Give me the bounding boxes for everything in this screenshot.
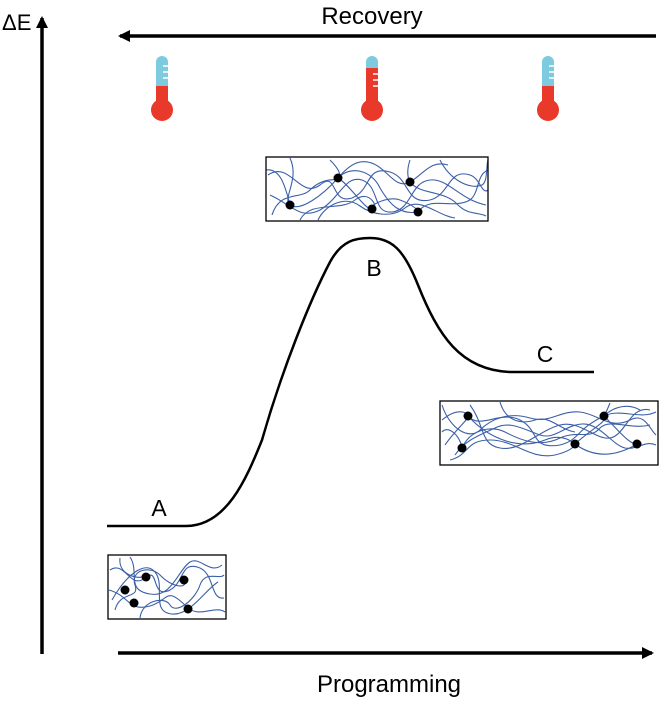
- energy-curve: [107, 236, 594, 528]
- recovery-label: Recovery: [321, 3, 422, 30]
- thermometer-icon: [537, 56, 559, 121]
- thermometer-icon: [151, 56, 173, 121]
- state-label-a: A: [151, 495, 167, 521]
- state-label-c: C: [537, 341, 554, 367]
- programming-label: Programming: [317, 671, 461, 698]
- state-label-b: B: [366, 255, 381, 281]
- y-axis-label: ΔE: [2, 10, 31, 35]
- polymer-network-icon: [265, 156, 489, 222]
- polymer-network-icon: [439, 400, 659, 466]
- thermometer-icon: [361, 56, 383, 121]
- polymer-network-icon: [107, 554, 227, 620]
